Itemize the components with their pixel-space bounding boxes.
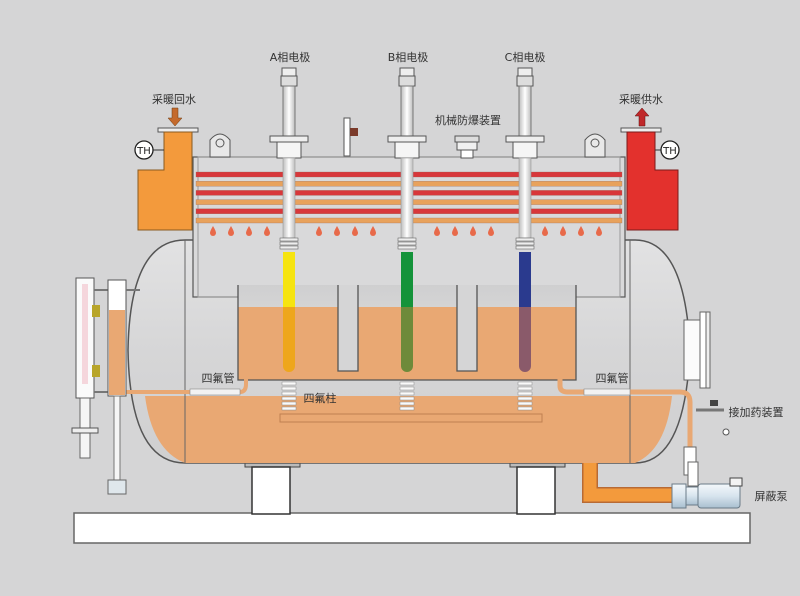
water-drop-icon <box>370 226 376 236</box>
supply-header: TH <box>620 107 680 231</box>
label-heating-supply: 采暖供水 <box>619 92 663 106</box>
label-ptfe-tube-right: 四氟管 <box>596 371 629 385</box>
manhole <box>683 311 711 389</box>
return-header: TH <box>134 107 199 231</box>
shielded-pump <box>671 461 743 509</box>
arrow-up-icon <box>634 107 650 127</box>
label-heating-return: 采暖回水 <box>152 93 196 106</box>
water-drop-icon <box>542 226 548 236</box>
label-ptfe-column: 四氟柱 <box>304 391 337 405</box>
tank-water <box>145 396 672 463</box>
arrow-down-icon <box>167 107 183 127</box>
thermometer-left-label: TH <box>136 146 151 157</box>
water-drop-icon <box>264 226 270 236</box>
label-dosing-device: 接加药装置 <box>729 406 784 419</box>
water-drop-icon <box>488 226 494 236</box>
electrode-a <box>269 67 309 411</box>
label-electrode-c: C相电极 <box>505 50 546 64</box>
water-drop-icon <box>316 226 322 236</box>
ptfe-tube-left <box>120 378 248 396</box>
label-electrode-b: B相电极 <box>388 50 429 64</box>
water-drop-icon <box>334 226 340 236</box>
electrode-c <box>505 67 545 411</box>
dosing-device <box>696 400 730 436</box>
explosion-proof-device <box>454 135 480 159</box>
water-drop-icon <box>352 226 358 236</box>
electrodes <box>269 67 545 411</box>
water-drop-icon <box>596 226 602 236</box>
water-drop-icon <box>470 226 476 236</box>
label-electrode-a: A相电极 <box>270 50 311 64</box>
ptfe-tube-right <box>557 378 693 460</box>
supports <box>244 462 566 515</box>
electrode-b <box>387 67 427 411</box>
label-ptfe-tube-left: 四氟管 <box>202 371 235 385</box>
label-shielded-pump: 屏蔽泵 <box>755 490 788 503</box>
water-drop-icon <box>452 226 458 236</box>
water-drop-icon <box>228 226 234 236</box>
thermometer-left-icon <box>134 140 154 160</box>
base-platform <box>73 512 751 544</box>
thermometer-right-label: TH <box>662 146 677 157</box>
water-drop-icon <box>578 226 584 236</box>
small-valve <box>343 117 358 157</box>
water-drop-icon <box>210 226 216 236</box>
thermometer-right-icon <box>660 140 680 160</box>
water-drop-icon <box>246 226 252 236</box>
labels: A相电极 B相电极 C相电极 采暖回水 采暖供水 机械防爆装置 四氟管 四氟管 … <box>152 50 788 503</box>
label-explosion-proof: 机械防爆装置 <box>435 113 501 127</box>
water-drop-icon <box>560 226 566 236</box>
water-drop-icon <box>434 226 440 236</box>
level-gauge <box>71 277 140 495</box>
